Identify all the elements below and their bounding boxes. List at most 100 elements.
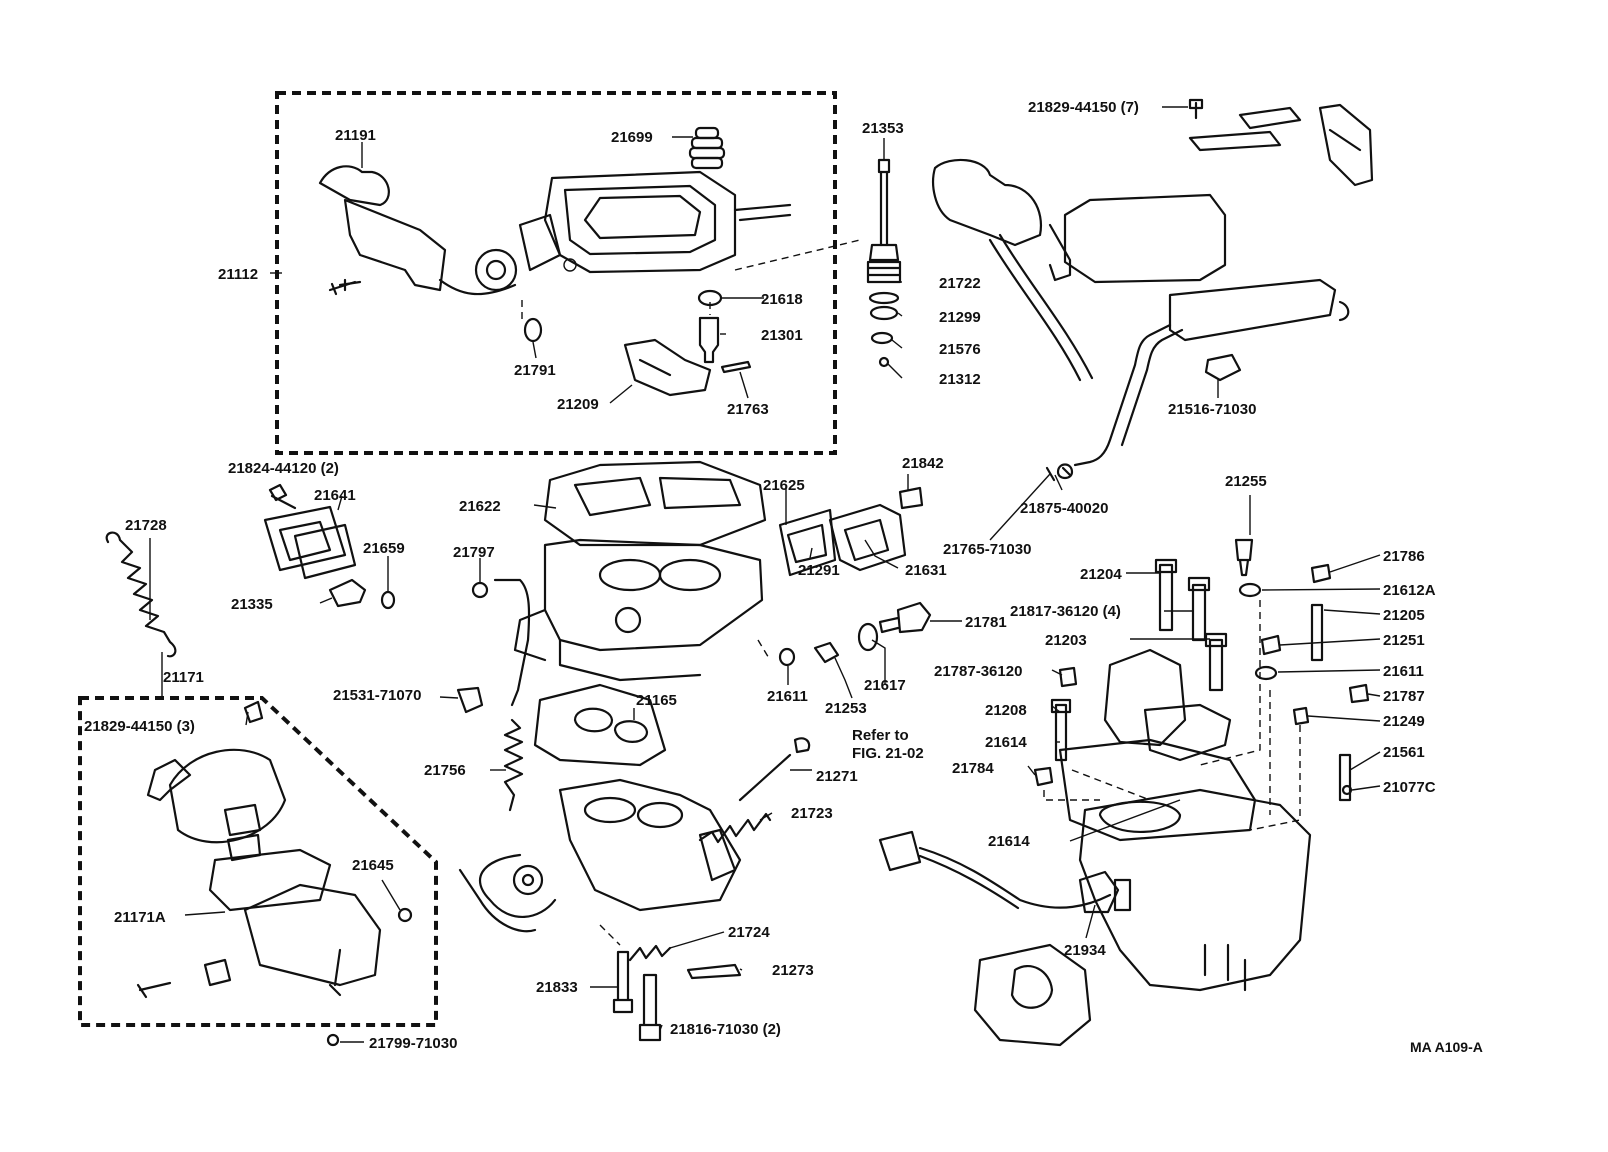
label-21253: 21253	[825, 700, 867, 717]
float-21209	[623, 338, 712, 397]
label-21816-71030-2: 21816-71030 (2)	[670, 1021, 781, 1038]
bolt-21817	[1187, 576, 1211, 642]
bolt-21816	[638, 973, 662, 1042]
label-21171A: 21171A	[114, 909, 166, 926]
label-21784: 21784	[952, 760, 994, 777]
label-21611-right: 21611	[1383, 663, 1424, 680]
label-21561: 21561	[1383, 744, 1425, 761]
label-21875-40020: 21875-40020	[1020, 500, 1108, 517]
leader-lines	[149, 106, 1381, 1043]
label-21255: 21255	[1225, 473, 1267, 490]
label-21842: 21842	[902, 455, 944, 472]
pin-21561	[1338, 753, 1352, 802]
label-21765-71030: 21765-71030	[943, 541, 1031, 558]
label-21614-upper: 21614	[985, 734, 1027, 751]
gasket-21165	[533, 683, 667, 767]
label-21786: 21786	[1383, 548, 1425, 565]
label-21611-center: 21611	[767, 688, 808, 705]
label-21797: 21797	[453, 544, 495, 561]
tube-21797	[493, 578, 531, 707]
label-21829-44150-7: 21829-44150 (7)	[1028, 99, 1139, 116]
label-21204: 21204	[1080, 566, 1122, 583]
union-21531	[456, 686, 484, 714]
label-21631: 21631	[905, 562, 947, 579]
ring-21612A	[1238, 582, 1262, 598]
label-21699: 21699	[611, 129, 653, 146]
pin-21765	[1045, 466, 1056, 482]
plug-21784	[1033, 766, 1054, 787]
boot-21699	[688, 126, 726, 170]
label-21291: 21291	[798, 562, 840, 579]
spring-21728	[105, 531, 177, 658]
ball-21077C	[1341, 784, 1353, 796]
sensor-21934	[878, 830, 1112, 910]
label-21659: 21659	[363, 540, 405, 557]
label-21531-71070: 21531-71070	[333, 687, 421, 704]
label-21312: 21312	[939, 371, 981, 388]
washer-21611	[778, 647, 796, 667]
sensor-head-21934	[1078, 870, 1120, 914]
label-21273: 21273	[772, 962, 814, 979]
label-21763: 21763	[727, 401, 769, 418]
needle-valve-21301	[698, 316, 720, 364]
dashed-leader	[1043, 600, 1301, 831]
plug-21786	[1310, 563, 1332, 584]
bolt-21842	[898, 486, 924, 510]
pin-21763	[720, 360, 752, 374]
jet-21255	[1234, 538, 1254, 577]
carburetor-main-body	[513, 460, 767, 682]
label-21209: 21209	[557, 396, 599, 413]
dashed-leader	[757, 639, 771, 661]
diaphragm-21171A	[136, 700, 413, 999]
vacuum-tube-21765	[1073, 323, 1184, 467]
label-21203: 21203	[1045, 632, 1087, 649]
label-21077C: 21077C	[1383, 779, 1436, 796]
nut-21799	[326, 1033, 340, 1047]
label-21728: 21728	[125, 517, 167, 534]
diaphragm-actuator-21191	[318, 165, 518, 296]
label-21723: 21723	[791, 805, 833, 822]
top-right-assembly	[932, 98, 1374, 382]
label-21205: 21205	[1383, 607, 1425, 624]
plug-21787-36120	[1058, 666, 1078, 688]
label-21249: 21249	[1383, 713, 1425, 730]
label-refer-to: Refer to	[852, 727, 909, 744]
label-21641: 21641	[314, 487, 356, 504]
label-21171: 21171	[163, 669, 204, 686]
label-21335: 21335	[231, 596, 273, 613]
label-21622: 21622	[459, 498, 501, 515]
throttle-body	[458, 778, 742, 933]
plug-21251	[1260, 634, 1282, 656]
base-body-assembly	[973, 648, 1312, 1047]
label-21817-36120-4: 21817-36120 (4)	[1010, 603, 1121, 620]
diagram-code: MA A109-A	[1410, 1039, 1483, 1055]
screw-21273	[686, 963, 742, 980]
pump-plunger-stack	[866, 158, 902, 368]
label-21516-71030: 21516-71030	[1168, 401, 1256, 418]
label-fig-21-02: FIG. 21-02	[852, 745, 924, 762]
label-21829-44150-3: 21829-44150 (3)	[84, 718, 195, 735]
label-21191: 21191	[335, 127, 376, 144]
bolt-21203	[1204, 632, 1228, 692]
dashed-leader	[521, 239, 861, 320]
ring-21611	[1254, 665, 1278, 681]
label-21112: 21112	[218, 266, 258, 283]
plug-21787	[1348, 683, 1370, 704]
gasket-21641	[263, 505, 357, 580]
label-21824-44120-2: 21824-44120 (2)	[228, 460, 339, 477]
label-21251: 21251	[1383, 632, 1425, 649]
spring-21756	[503, 718, 524, 812]
label-21934: 21934	[1064, 942, 1106, 959]
label-21614-lower: 21614	[988, 833, 1030, 850]
label-21799-71030: 21799-71030	[369, 1035, 457, 1052]
ring-21659	[380, 590, 396, 610]
label-21781: 21781	[965, 614, 1007, 631]
label-21625: 21625	[763, 477, 805, 494]
assembly-box-21112	[275, 91, 837, 455]
plug-21253	[813, 641, 840, 664]
label-21618: 21618	[761, 291, 803, 308]
label-21612A: 21612A	[1383, 582, 1436, 599]
label-21722: 21722	[939, 275, 981, 292]
